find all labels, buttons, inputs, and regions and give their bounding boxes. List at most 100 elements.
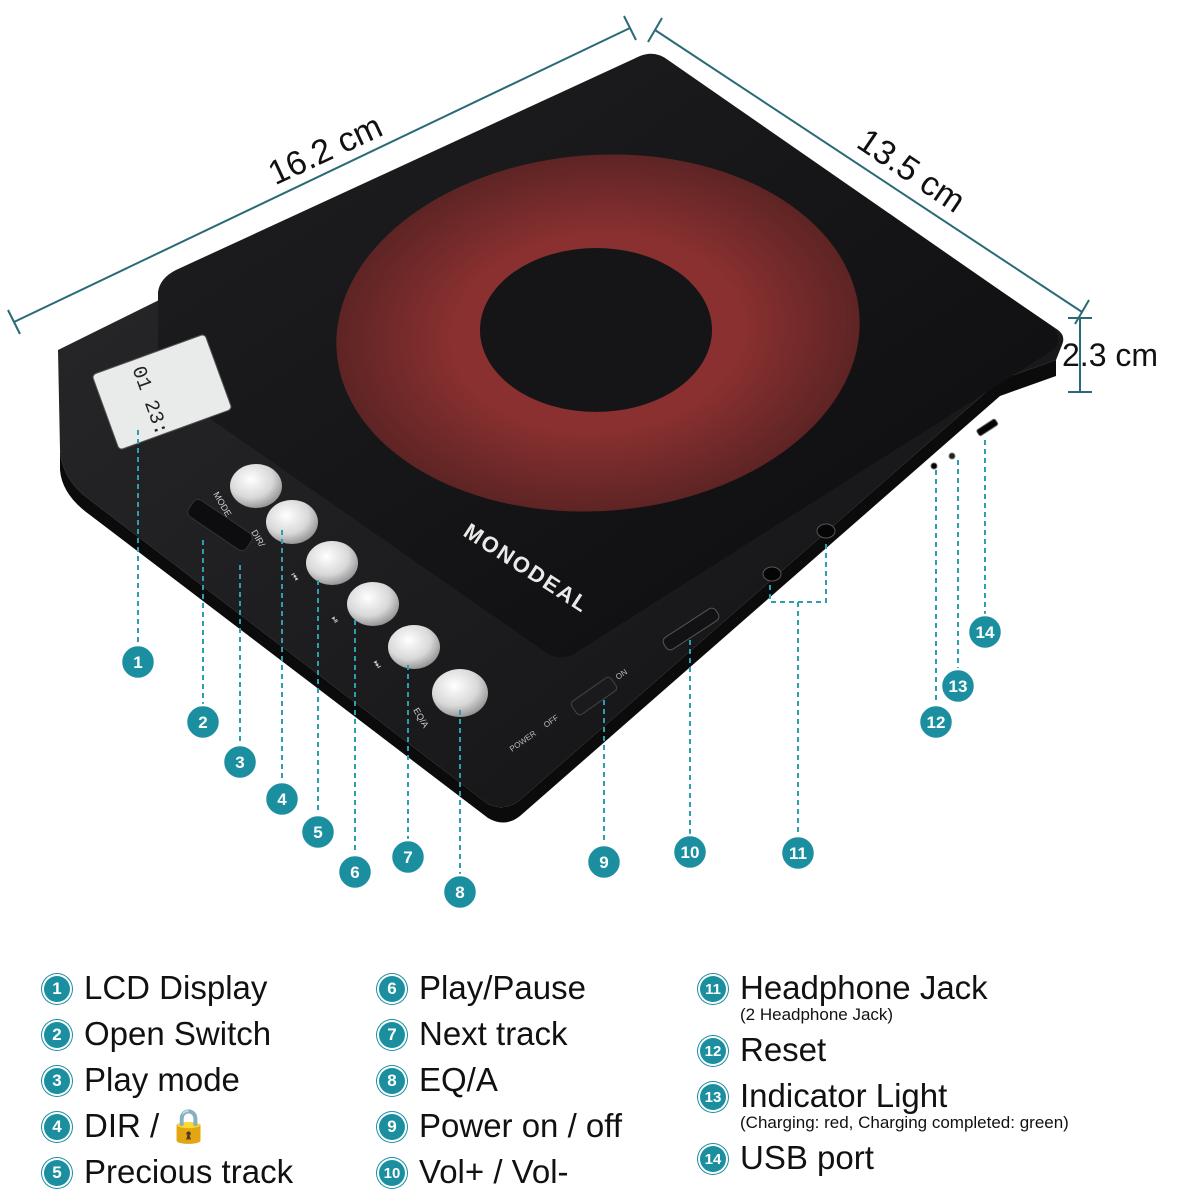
dimension-height: 2.3 cm xyxy=(1062,317,1158,393)
number-badge: 12 xyxy=(698,1036,728,1066)
number-badge: 7 xyxy=(377,1020,407,1050)
number-badge: 11 xyxy=(698,974,728,1004)
legend-item-7: 7 Next track xyxy=(377,1014,622,1054)
legend-item-4: 4 DIR / 🔒 xyxy=(42,1106,293,1146)
open-switch[interactable] xyxy=(185,497,254,553)
svg-text:11: 11 xyxy=(789,844,807,863)
svg-text:6: 6 xyxy=(350,863,359,882)
callout-14: 14 xyxy=(966,613,1004,651)
legend-item-13: 13 Indicator Light(Charging: red, Chargin… xyxy=(698,1076,1069,1132)
callout-7: 7 xyxy=(389,838,427,876)
number-badge: 13 xyxy=(698,1082,728,1112)
legend-item-10: 10 Vol+ / Vol- xyxy=(377,1152,622,1192)
legend-note: (2 Headphone Jack) xyxy=(740,1005,894,1024)
headphone-jack-2[interactable] xyxy=(816,523,836,539)
lcd-display: 01 23:22 xyxy=(92,334,232,461)
headphone-jack-1[interactable] xyxy=(762,566,782,582)
legend: 1 LCD Display 2 Open Switch 3 Play mode 4 DI… xyxy=(0,960,1200,1200)
svg-text:2: 2 xyxy=(198,713,207,732)
legend-label: LCD Display xyxy=(84,969,268,1006)
svg-text:3: 3 xyxy=(235,753,244,772)
legend-label: Precious track xyxy=(84,1153,294,1190)
legend-label: DIR / 🔒 xyxy=(84,1107,210,1144)
dimension-width-label: 16.2 cm xyxy=(263,107,389,193)
legend-label: Play mode xyxy=(84,1061,240,1098)
eq-a-button[interactable] xyxy=(432,669,488,717)
legend-label: Next track xyxy=(419,1015,568,1052)
callout-3: 3 xyxy=(221,743,259,781)
callout-11: 11 xyxy=(779,834,817,872)
previous-track-button[interactable] xyxy=(306,541,358,585)
svg-text:5: 5 xyxy=(313,823,322,842)
number-badge: 2 xyxy=(42,1020,72,1050)
svg-text:14: 14 xyxy=(976,623,995,642)
legend-label: Power on / off xyxy=(419,1107,623,1144)
callout-4: 4 xyxy=(263,780,301,818)
play-pause-button[interactable] xyxy=(347,582,399,626)
legend-item-6: 6 Play/Pause xyxy=(377,968,622,1008)
callout-8: 8 xyxy=(441,873,479,911)
svg-text:12: 12 xyxy=(927,713,946,732)
callout-9: 9 xyxy=(585,843,623,881)
dimension-height-label: 2.3 cm xyxy=(1062,337,1158,373)
reset-hole[interactable] xyxy=(930,462,938,470)
legend-label: Headphone Jack xyxy=(740,969,988,1006)
svg-text:7: 7 xyxy=(403,848,412,867)
dir-lock-button[interactable] xyxy=(266,500,318,544)
legend-label: EQ/A xyxy=(419,1061,498,1098)
number-badge: 8 xyxy=(377,1066,407,1096)
number-badge: 3 xyxy=(42,1066,72,1096)
legend-label: Vol+ / Vol- xyxy=(419,1153,569,1190)
volume-wheel[interactable] xyxy=(661,606,721,652)
number-badge: 5 xyxy=(42,1158,72,1188)
legend-item-12: 12 Reset xyxy=(698,1030,1069,1070)
number-badge: 4 xyxy=(42,1112,72,1142)
legend-item-3: 3 Play mode xyxy=(42,1060,293,1100)
number-badge: 10 xyxy=(377,1158,407,1188)
svg-text:13: 13 xyxy=(949,677,968,696)
svg-text:10: 10 xyxy=(681,843,700,862)
number-badge: 14 xyxy=(698,1144,728,1174)
mode-button[interactable] xyxy=(230,464,282,508)
usb-port[interactable] xyxy=(976,418,999,437)
legend-item-2: 2 Open Switch xyxy=(42,1014,293,1054)
callout-13: 13 xyxy=(939,667,977,705)
legend-item-8: 8 EQ/A xyxy=(377,1060,622,1100)
callout-2: 2 xyxy=(184,703,222,741)
legend-label: Reset xyxy=(740,1031,827,1068)
svg-text:8: 8 xyxy=(455,883,464,902)
legend-item-11: 11 Headphone Jack(2 Headphone Jack) xyxy=(698,968,1069,1024)
next-track-button[interactable] xyxy=(388,625,440,669)
product-diagram: 16.2 cm 13.5 cm 2.3 cm MONODEAL 01 23:22 xyxy=(7,15,1158,911)
legend-column-2: 6 Play/Pause 7 Next track 8 EQ/A 9 Power on … xyxy=(377,968,622,1198)
legend-label: Indicator Light xyxy=(740,1077,948,1114)
number-badge: 9 xyxy=(377,1112,407,1142)
legend-item-5: 5 Precious track xyxy=(42,1152,293,1192)
svg-text:4: 4 xyxy=(277,790,287,809)
legend-label: Open Switch xyxy=(84,1015,272,1052)
legend-column-3: 11 Headphone Jack(2 Headphone Jack) 12 Res… xyxy=(698,968,1069,1184)
legend-column-1: 1 LCD Display 2 Open Switch 3 Play mode 4 DI… xyxy=(42,968,293,1198)
callout-lines xyxy=(137,430,986,875)
number-badge: 6 xyxy=(377,974,407,1004)
svg-text:9: 9 xyxy=(599,853,608,872)
indicator-light xyxy=(948,452,956,460)
legend-note: (Charging: red, Charging completed: gree… xyxy=(740,1113,1069,1132)
callout-6: 6 xyxy=(336,853,374,891)
number-badge: 1 xyxy=(42,974,72,1004)
callout-5: 5 xyxy=(299,813,337,851)
play-label: ⏯ xyxy=(329,614,341,625)
legend-label: Play/Pause xyxy=(419,969,586,1006)
callout-badges: 1 2 3 4 5 6 7 8 9 10 11 12 13 14 xyxy=(119,613,1004,911)
control-buttons xyxy=(230,464,488,717)
legend-label: USB port xyxy=(740,1139,874,1176)
callout-10: 10 xyxy=(671,833,709,871)
legend-item-9: 9 Power on / off xyxy=(377,1106,622,1146)
legend-item-14: 14 USB port xyxy=(698,1138,1069,1178)
lid-ring-center xyxy=(480,248,712,412)
callout-12: 12 xyxy=(917,703,955,741)
svg-text:1: 1 xyxy=(133,653,142,672)
callout-1: 1 xyxy=(119,643,157,681)
power-switch[interactable] xyxy=(570,676,618,717)
cd-player-body: MONODEAL 01 23:22 MODE DIR/ ⏮ ⏯ ⏭ EQ/A xyxy=(58,53,1064,823)
